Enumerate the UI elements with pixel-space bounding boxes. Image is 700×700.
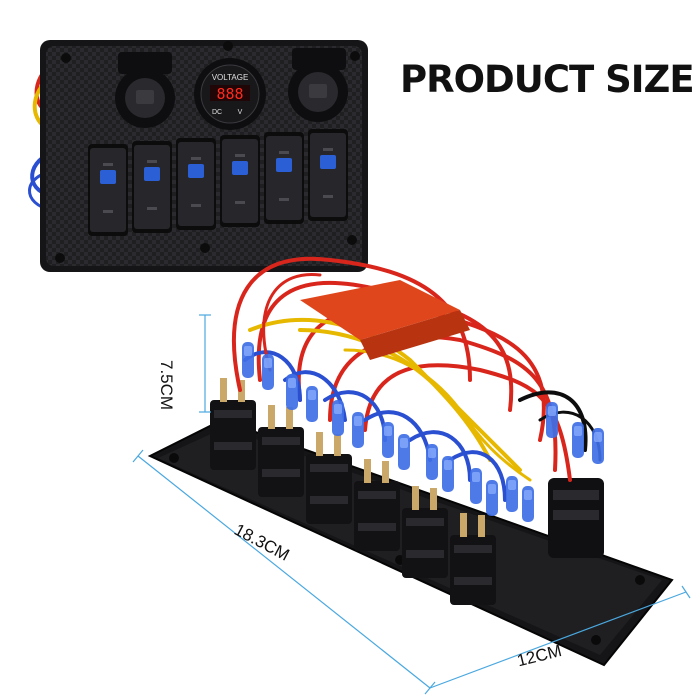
rocker-switch	[176, 138, 216, 230]
voltmeter-v-label: V	[238, 109, 243, 116]
voltmeter: VOLTAGE 888 DC V	[194, 58, 266, 130]
rocker-switch	[308, 129, 348, 221]
height-dimension-label: 7.5CM	[157, 360, 176, 411]
blue-connector	[242, 342, 254, 378]
product-size-heading: PRODUCT SIZE	[400, 58, 695, 101]
switch-panel-front: VOLTAGE 888 DC V	[28, 40, 368, 272]
switch-panel-back	[147, 256, 674, 667]
switch-body	[450, 513, 496, 605]
rocker-switch	[88, 144, 128, 236]
voltmeter-dc-label: DC	[212, 109, 222, 116]
usb-socket-left	[115, 52, 175, 128]
blue-connector	[286, 374, 298, 410]
blue-connector	[506, 476, 518, 512]
blue-connector	[592, 428, 604, 464]
fuse-holder	[300, 280, 460, 340]
voltmeter-label: VOLTAGE	[212, 73, 249, 82]
rocker-switch	[132, 141, 172, 233]
blue-connector	[382, 422, 394, 458]
blue-connector	[486, 480, 498, 516]
blue-connector	[572, 422, 584, 458]
voltmeter-digits: 888	[216, 85, 243, 103]
blue-connector	[426, 444, 438, 480]
blue-connector	[262, 354, 274, 390]
blue-connector	[306, 386, 318, 422]
dimension-lines	[132, 314, 691, 695]
terminal-connectors	[242, 342, 604, 522]
switch-body	[306, 432, 352, 524]
switch-body	[258, 405, 304, 497]
rocker-switch	[264, 132, 304, 224]
blue-connector	[442, 456, 454, 492]
blue-connector	[398, 434, 410, 470]
length-dimension-line	[137, 455, 431, 689]
blue-connector	[522, 486, 534, 522]
switch-body	[402, 486, 448, 578]
usb-socket-right	[288, 48, 348, 122]
rocker-switch	[220, 135, 260, 227]
blue-connector	[352, 412, 364, 448]
switch-body	[354, 459, 400, 551]
switch-body	[210, 378, 256, 470]
rocker-switch-row	[88, 129, 348, 236]
switch-body-row	[210, 378, 496, 605]
blue-connector	[332, 400, 344, 436]
blue-connector	[470, 468, 482, 504]
width-dimension-line	[429, 591, 687, 689]
blue-connector	[546, 402, 558, 438]
